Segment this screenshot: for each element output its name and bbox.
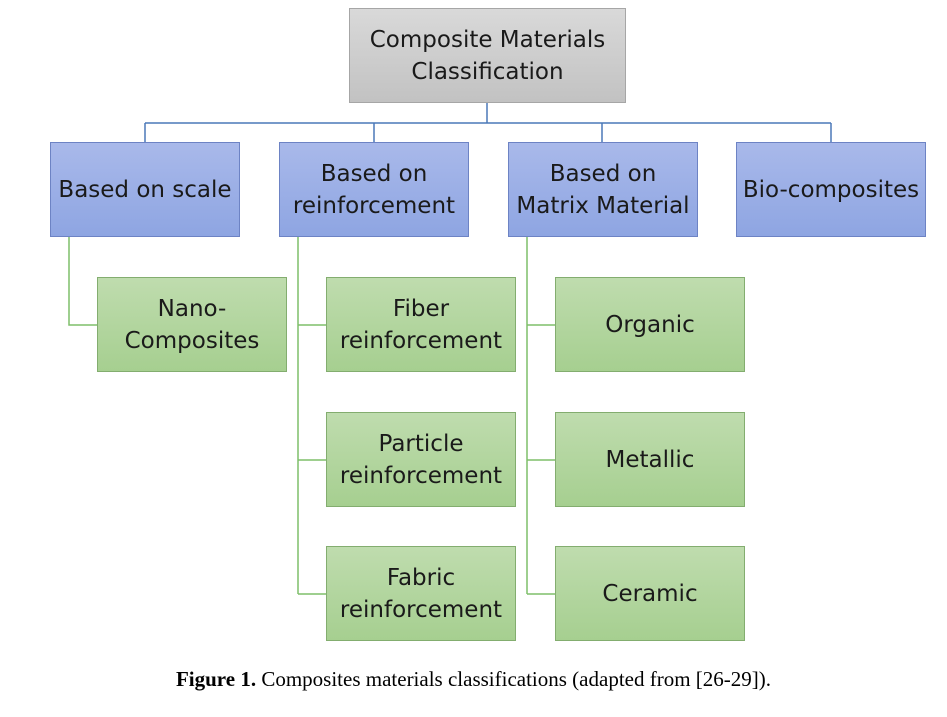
figure-caption: Figure 1. Composites materials classific… bbox=[0, 667, 947, 692]
leaf-organic: Organic bbox=[555, 277, 745, 372]
category-based-on-reinforcement: Based on reinforcement bbox=[279, 142, 469, 237]
category-based-on-scale: Based on scale bbox=[50, 142, 240, 237]
leaf-ceramic: Ceramic bbox=[555, 546, 745, 641]
connector-nano bbox=[68, 237, 97, 326]
leaf-connectors bbox=[68, 237, 555, 595]
leaf-particle-reinforcement: Particle reinforcement bbox=[326, 412, 516, 507]
category-based-on-matrix-material: Based on Matrix Material bbox=[508, 142, 698, 237]
leaf-nano-composites: Nano- Composites bbox=[97, 277, 287, 372]
root-node: Composite Materials Classification bbox=[349, 8, 626, 103]
leaf-fabric-reinforcement: Fabric reinforcement bbox=[326, 546, 516, 641]
leaf-fiber-reinforcement: Fiber reinforcement bbox=[326, 277, 516, 372]
leaf-metallic: Metallic bbox=[555, 412, 745, 507]
root-connectors bbox=[144, 103, 832, 142]
figure-caption-prefix: Figure 1. bbox=[175, 667, 257, 691]
category-bio-composites: Bio-composites bbox=[736, 142, 926, 237]
figure-caption-text: Composites materials classifications (ad… bbox=[256, 667, 772, 691]
